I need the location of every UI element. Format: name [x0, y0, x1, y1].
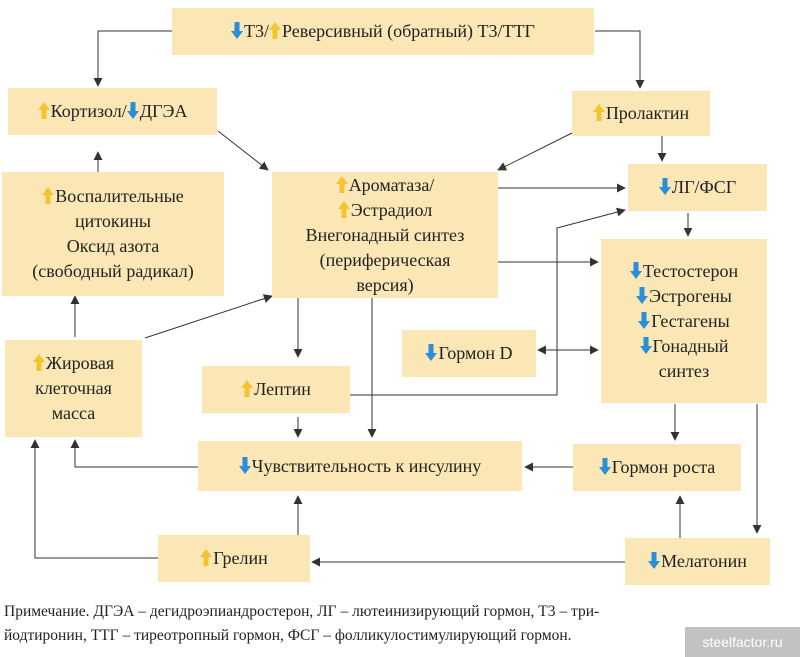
arrow-up-icon: [241, 379, 254, 397]
arrow-down-icon: [425, 343, 438, 361]
node-t3-reverse-t3-tsh: Т3/Реверсивный (обратный) Т3/ТТГ: [172, 8, 594, 55]
node-fat-line3: масса: [51, 403, 96, 423]
node-melatonin-label: Мелатонин: [661, 551, 747, 571]
arrow-down-icon: [126, 101, 139, 119]
arrow-up-icon: [269, 21, 282, 39]
arrow-down-icon: [638, 311, 651, 329]
edge-t3-to-prolactin: [595, 30, 645, 89]
arrow-down-icon: [639, 336, 652, 354]
node-gonadal-synthesis: Тестостерон Эстрогены Гестагены Гонадный…: [601, 239, 767, 403]
watermark: steelfactor.ru: [685, 627, 800, 657]
arrow-down-icon: [636, 286, 649, 304]
node-fat-line2: клеточная: [35, 378, 112, 398]
arrow-up-icon: [37, 101, 50, 119]
footnote: Примечание. ДГЭА – дегидроэпиандростерон…: [4, 600, 794, 648]
node-dhea-label: ДГЭА: [139, 101, 188, 121]
arrow-up-icon: [32, 353, 45, 371]
node-fat-cell-mass: Жировая клеточная масса: [5, 340, 142, 437]
footnote-line1: Примечание. ДГЭА – дегидроэпиандростерон…: [4, 603, 600, 620]
node-inflammatory-cytokines: Воспалительные цитокины Оксид азота (сво…: [2, 172, 224, 296]
node-growth-hormone: Гормон роста: [573, 444, 741, 491]
edge-insulin-to-fat: [70, 439, 198, 468]
node-insulin-sensitivity: Чувствительность к инсулину: [198, 441, 522, 491]
node-inflammatory-line1: Воспалительные: [55, 186, 184, 206]
node-gonadal-line5: синтез: [658, 360, 710, 381]
arrow-up-icon: [337, 200, 350, 218]
node-gonadal-line4: Гонадный: [652, 335, 729, 356]
node-cortisol-dhea: Кортизол/ДГЭА: [8, 88, 217, 135]
node-aromatase-line3: Внегонадный синтез: [305, 224, 465, 245]
node-inflammatory-line2: цитокины: [75, 211, 151, 231]
node-fat-line1: Жировая: [45, 353, 115, 373]
arrow-down-icon: [658, 177, 671, 195]
node-growth-label: Гормон роста: [611, 457, 716, 477]
arrow-down-icon: [231, 21, 244, 39]
edge-ghrelin-to-fat: [30, 439, 158, 559]
arrow-up-icon: [42, 186, 55, 204]
arrow-down-icon: [648, 551, 661, 569]
node-testosterone-label: Тестостерон: [642, 260, 739, 281]
edge-cortisol-to-aromatase: [217, 130, 269, 171]
arrow-down-icon: [238, 456, 251, 474]
arrow-up-icon: [592, 103, 605, 121]
node-gestagens-label: Гестагены: [651, 310, 730, 331]
node-ghrelin-label: Грелин: [213, 548, 268, 568]
arrow-up-icon: [335, 175, 348, 193]
node-aromatase-line1: Ароматаза/: [348, 174, 435, 195]
node-aromatase-line5: версия): [356, 274, 414, 295]
node-insulin-label: Чувствительность к инсулину: [251, 455, 482, 476]
node-cortisol-label: Кортизол/: [50, 101, 127, 121]
edge-t3-to-cortisol: [93, 30, 172, 87]
node-leptin-label: Лептин: [254, 379, 311, 399]
node-aromatase-line2: Эстрадиол: [350, 199, 433, 220]
node-lh-fsh-label: ЛГ/ФСГ: [671, 177, 737, 197]
edge-fat-to-aromatase: [144, 294, 273, 339]
node-lh-fsh: ЛГ/ФСГ: [628, 164, 767, 211]
node-hormone-d-label: Гормон D: [438, 343, 513, 363]
node-aromatase-estradiol: Ароматаза/ Эстрадиол Внегонадный синтез …: [272, 172, 498, 298]
arrow-down-icon: [629, 261, 642, 279]
node-hormone-d: Гормон D: [402, 330, 536, 377]
node-estrogens-label: Эстрогены: [649, 285, 732, 306]
node-ghrelin: Грелин: [158, 535, 310, 582]
node-prolactin: Пролактин: [572, 91, 710, 136]
node-reverse-t3-label: Реверсивный (обратный) Т3/ТТГ: [282, 21, 535, 41]
arrow-up-icon: [200, 548, 213, 566]
node-leptin: Лептин: [202, 366, 350, 413]
footnote-line2: йодтиронин, ТТГ – тиреотропный гормон, Ф…: [4, 627, 572, 644]
edge-prolactin-to-aromatase: [497, 132, 573, 171]
node-prolactin-label: Пролактин: [605, 103, 690, 123]
arrow-down-icon: [598, 457, 611, 475]
node-melatonin: Мелатонин: [625, 538, 770, 585]
node-aromatase-line4: (периферическая: [319, 249, 451, 270]
node-t3-label: Т3/: [244, 21, 270, 41]
node-inflammatory-line3: Оксид азота: [66, 236, 160, 256]
node-inflammatory-line4: (свободный радикал): [32, 261, 194, 281]
